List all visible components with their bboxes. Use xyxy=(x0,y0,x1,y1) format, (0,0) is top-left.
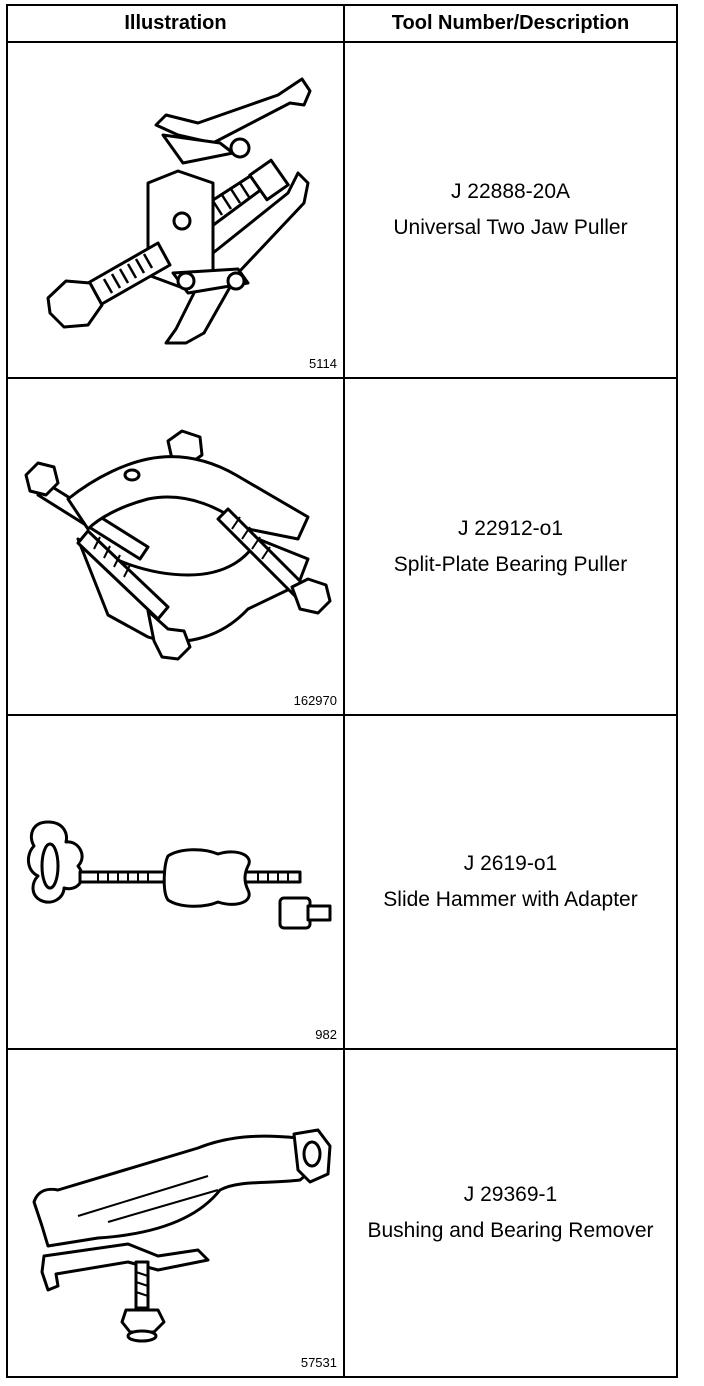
tool-name: Universal Two Jaw Puller xyxy=(393,216,628,239)
table-row: 982 J 2619-o1 Slide Hammer with Adapter xyxy=(8,716,676,1050)
tool-number: J 22888-20A xyxy=(450,180,571,203)
illustration-cell: 982 xyxy=(8,716,343,1048)
figure-number: 982 xyxy=(315,1027,337,1042)
table-row: 162970 J 22912-o1 Split-Plate Bearing Pu… xyxy=(8,379,676,716)
table-header: Illustration Tool Number/Description xyxy=(8,6,676,43)
two-jaw-puller-illustration xyxy=(46,77,312,345)
header-tool-number-description: Tool Number/Description xyxy=(391,12,630,34)
tool-description-cell: J 22888-20A Universal Two Jaw Puller xyxy=(345,43,676,377)
tool-number: J 2619-o1 xyxy=(463,852,558,875)
table-row: 57531 J 29369-1 Bushing and Bearing Remo… xyxy=(8,1050,676,1376)
illustration-cell: 57531 xyxy=(8,1050,343,1376)
tool-name: Slide Hammer with Adapter xyxy=(383,888,638,911)
table-row: 5114 J 22888-20A Universal Two Jaw Pulle… xyxy=(8,43,676,379)
header-illustration: Illustration xyxy=(124,12,227,34)
tool-description-cell: J 22912-o1 Split-Plate Bearing Puller xyxy=(345,379,676,714)
tool-description-cell: J 29369-1 Bushing and Bearing Remover xyxy=(345,1050,676,1376)
tool-description-cell: J 2619-o1 Slide Hammer with Adapter xyxy=(345,716,676,1048)
tool-name: Bushing and Bearing Remover xyxy=(367,1219,654,1242)
slide-hammer-illustration xyxy=(27,820,332,930)
figure-number: 57531 xyxy=(300,1355,337,1370)
tool-number: J 22912-o1 xyxy=(457,516,564,540)
split-plate-bearing-puller-illustration xyxy=(24,429,332,661)
illustration-cell: 162970 xyxy=(8,379,343,714)
figure-number: 162970 xyxy=(293,693,337,708)
figure-number: 5114 xyxy=(309,356,337,371)
illustration-cell: 5114 xyxy=(8,43,343,377)
tool-name: Split-Plate Bearing Puller xyxy=(393,552,628,576)
tool-number: J 29369-1 xyxy=(463,1183,558,1206)
special-tools-table: Illustration Tool Number/Description xyxy=(6,4,678,1378)
column-divider xyxy=(343,6,345,1376)
bushing-bearing-remover-illustration xyxy=(32,1128,332,1343)
